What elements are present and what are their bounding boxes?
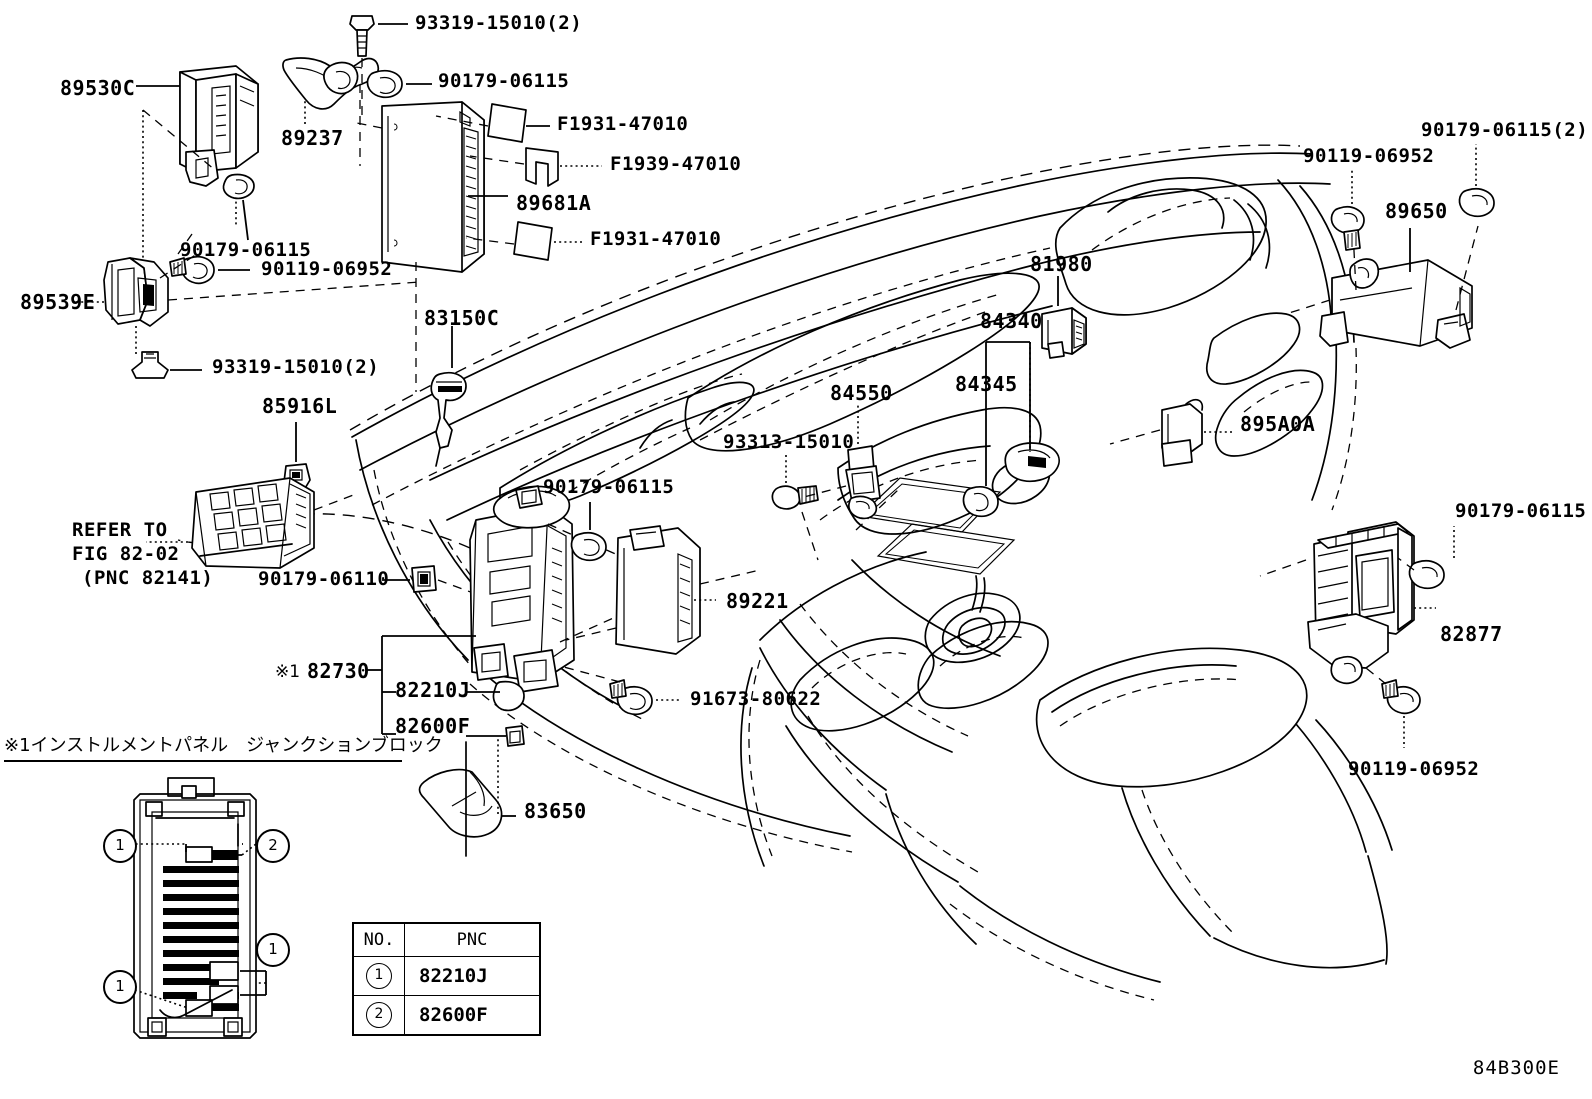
part-label-90119-06952-b: 90119-06952: [1303, 145, 1435, 167]
part-label-83150C: 83150C: [424, 306, 500, 330]
part-label-90179-06115-c: 90179-06115: [543, 476, 675, 498]
note-marker-82730: ※1: [275, 662, 301, 682]
fastener-93319-15010-b: [131, 351, 202, 379]
pnc-row-circle-2: 2: [366, 1002, 392, 1028]
fastener-90179-06115-c: [570, 502, 607, 562]
part-label-82877: 82877: [1440, 622, 1503, 646]
part-label-90179-06115-b: 90179-06115: [180, 239, 312, 261]
part-label-89681A: 89681A: [516, 191, 592, 215]
part-89539E: [76, 251, 421, 354]
pnc-row-circle-1: 1: [366, 963, 392, 989]
pnc-table-header-row: NO. PNC: [352, 922, 541, 957]
fastener-90119-06952-a: [169, 233, 250, 285]
part-label-90179-06115-d: 90179-06115(2): [1421, 119, 1589, 141]
part-label-895A0A: 895A0A: [1240, 412, 1316, 436]
part-junction-block-82141: [146, 477, 357, 569]
part-82877: [1259, 521, 1436, 685]
pnc-row-no: 1: [352, 956, 405, 996]
pnc-row-no: 2: [352, 995, 405, 1036]
japanese-footnote: ※1インストルメントパネル ジャンクションブロック: [4, 735, 443, 756]
pnc-row-value: 82600F: [404, 995, 541, 1036]
part-label-F1939-47010: F1939-47010: [610, 153, 742, 175]
part-label-83650: 83650: [524, 799, 587, 823]
fusebox-detail: [119, 777, 267, 1039]
part-label-84345: 84345: [955, 372, 1018, 396]
part-label-89221: 89221: [726, 589, 789, 613]
diagram-figure-code: 84B300E: [1472, 1057, 1560, 1079]
part-F1931-47010-a: [435, 103, 550, 143]
part-label-89237: 89237: [281, 126, 344, 150]
fastener-90179-06115-b: [222, 173, 255, 241]
fastener-93313-15010: [771, 452, 819, 561]
part-label-93319-15010-top: 93319-15010(2): [415, 12, 583, 34]
part-81980: [1041, 276, 1087, 359]
fastener-93319-15010-top: [349, 15, 408, 120]
fastener-90179-06115-d: [1458, 144, 1495, 218]
fusebox-callout-1a: 1: [103, 829, 137, 863]
part-label-90179-06110: 90179-06110: [258, 568, 390, 590]
fastener-91673-80622: [559, 665, 680, 716]
part-84340: [986, 341, 1060, 483]
part-label-F1931-47010-b: F1931-47010: [590, 228, 722, 250]
fastener-90179-06110: [382, 565, 477, 595]
part-89681A: [351, 101, 508, 392]
part-label-90119-06952-c: 90119-06952: [1348, 758, 1480, 780]
part-82210J-82600F: [366, 485, 641, 747]
pnc-header-pnc: PNC: [404, 922, 541, 957]
part-label-89539E: 89539E: [20, 290, 96, 314]
fusebox-callout-1c: 1: [103, 970, 137, 1004]
pnc-header-no: NO.: [352, 922, 405, 957]
refer-to-line3: (PNC 82141): [82, 567, 214, 589]
refer-to-line1: REFER TO: [72, 519, 168, 541]
part-label-89650: 89650: [1385, 199, 1448, 223]
fastener-90119-06952-c: [1365, 667, 1421, 748]
part-89221: [565, 525, 761, 655]
pnc-table-row: 2 82600F: [352, 995, 541, 1036]
part-label-90179-06115-e: 90179-06115: [1455, 500, 1587, 522]
part-label-82600F: 82600F: [395, 714, 471, 738]
part-84550: [799, 404, 881, 520]
part-895A0A: [1109, 398, 1232, 467]
part-label-93313-15010: 93313-15010: [723, 431, 855, 453]
part-label-84550: 84550: [830, 381, 893, 405]
pnc-reference-table: NO. PNC 1 82210J 2 82600F: [352, 922, 541, 1036]
part-89530C: [136, 65, 259, 268]
part-83150C: [430, 326, 467, 467]
fastener-90119-06952-b: [1330, 170, 1365, 251]
part-label-91673-80622: 91673-80622: [690, 688, 822, 710]
part-89237: [282, 57, 380, 166]
japanese-footnote-rule: [4, 760, 402, 762]
part-label-89530C: 89530C: [60, 76, 136, 100]
fusebox-callout-2: 2: [256, 829, 290, 863]
part-83650: [418, 738, 516, 857]
part-89650: [1285, 211, 1479, 349]
part-F1931-47010-b: [465, 221, 582, 261]
part-label-F1931-47010-a: F1931-47010: [557, 113, 689, 135]
fusebox-callout-1b: 1: [256, 933, 290, 967]
part-label-84340: 84340: [980, 309, 1043, 333]
fastener-90179-06115-e: [1397, 526, 1455, 590]
part-label-85916L: 85916L: [262, 394, 338, 418]
part-label-82730: 82730: [307, 659, 370, 683]
part-label-82210J: 82210J: [395, 678, 471, 702]
pnc-row-value: 82210J: [404, 956, 541, 996]
part-label-81980: 81980: [1030, 252, 1093, 276]
fastener-90179-06115-a: [366, 69, 432, 99]
part-label-93319-15010-b: 93319-15010(2): [212, 356, 380, 378]
part-label-90179-06115-a: 90179-06115: [438, 70, 570, 92]
part-84345: [962, 342, 999, 518]
part-label-90119-06952-a: 90119-06952: [261, 258, 393, 280]
part-F1939-47010: [469, 147, 602, 187]
pnc-table-row: 1 82210J: [352, 956, 541, 996]
refer-to-line2: FIG 82-02: [72, 543, 180, 565]
